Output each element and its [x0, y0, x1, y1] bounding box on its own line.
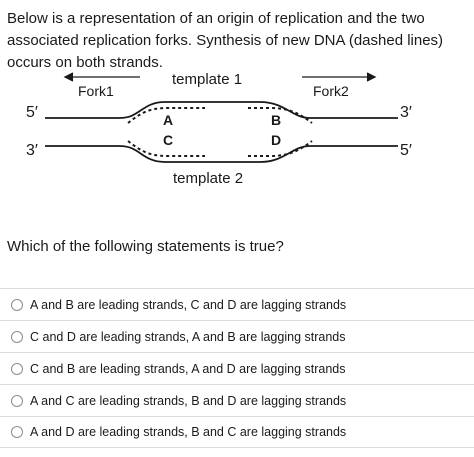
strand-b-dashed: [248, 107, 313, 124]
top-left-end-label: 5′: [26, 104, 38, 121]
strand-b-label: B: [271, 112, 281, 128]
answer-option-label: A and B are leading strands, C and D are…: [30, 297, 347, 312]
strand-d-dashed: [248, 140, 313, 157]
strand-c-label: C: [163, 132, 173, 148]
bottom-left-end-label: 3′: [26, 142, 38, 159]
template2-strand: [45, 145, 398, 163]
answer-option-label: C and B are leading strands, A and D are…: [30, 361, 346, 376]
bottom-right-end-label: 5′: [400, 142, 412, 159]
strand-a-dashed: [127, 107, 205, 124]
answer-option[interactable]: C and B are leading strands, A and D are…: [0, 352, 474, 384]
radio-button[interactable]: [11, 426, 23, 438]
strand-c-dashed: [127, 140, 205, 157]
fork1-arrow: [63, 72, 140, 82]
replication-diagram: Fork1 Fork2 template 1 template 2 5′ 3′ …: [26, 71, 412, 187]
answer-option-label: A and C are leading strands, B and D are…: [30, 393, 347, 408]
strand-a-label: A: [163, 112, 173, 128]
answer-option-label: C and D are leading strands, A and B are…: [30, 329, 346, 344]
answer-option[interactable]: A and B are leading strands, C and D are…: [0, 288, 474, 320]
radio-button[interactable]: [11, 362, 23, 375]
fork2-arrow: [302, 72, 377, 82]
template1-strand: [45, 101, 398, 119]
top-right-end-label: 3′: [400, 104, 412, 121]
radio-button[interactable]: [11, 394, 23, 407]
answer-option[interactable]: A and C are leading strands, B and D are…: [0, 384, 474, 416]
strand-d-label: D: [271, 132, 281, 148]
radio-button[interactable]: [11, 298, 23, 311]
fork2-label: Fork2: [313, 83, 349, 99]
template2-label: template 2: [173, 170, 243, 187]
answer-option[interactable]: A and D are leading strands, B and C are…: [0, 416, 474, 448]
template1-label: template 1: [172, 71, 242, 88]
question-text: Which of the following statements is tru…: [7, 238, 284, 255]
answer-option[interactable]: C and D are leading strands, A and B are…: [0, 320, 474, 352]
answer-options: A and B are leading strands, C and D are…: [0, 288, 474, 448]
intro-text: Below is a representation of an origin o…: [7, 10, 444, 71]
fork1-label: Fork1: [78, 83, 114, 99]
answer-option-label: A and D are leading strands, B and C are…: [30, 425, 347, 439]
radio-button[interactable]: [11, 330, 23, 343]
